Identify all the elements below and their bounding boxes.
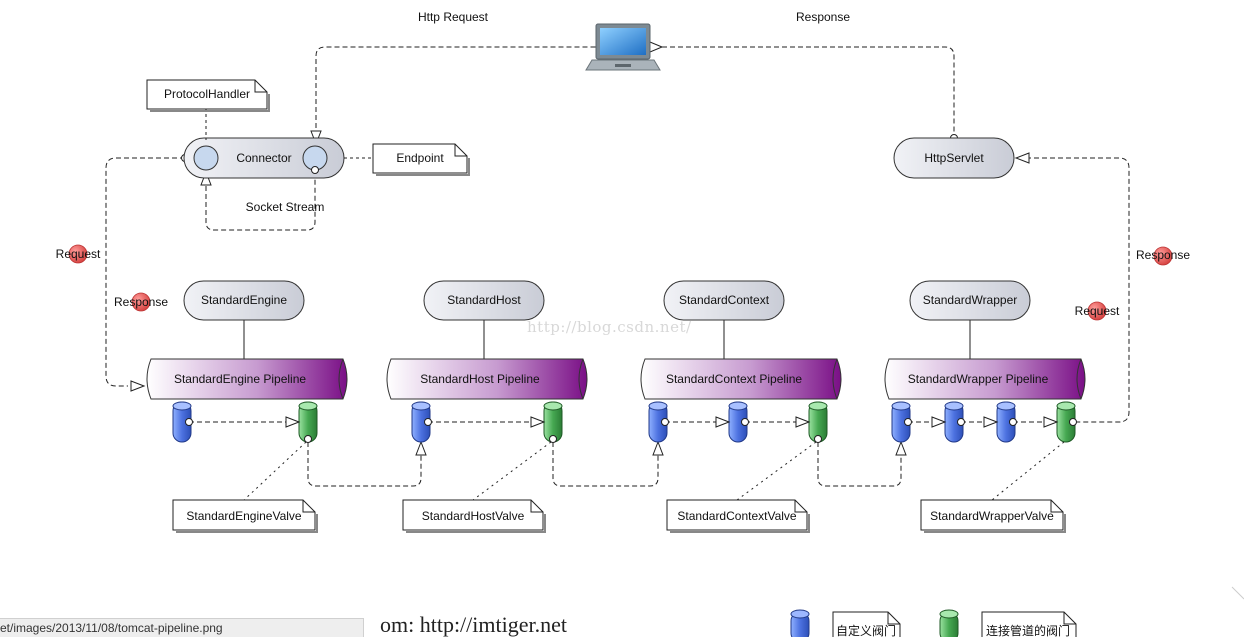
response-label-left: Response — [113, 295, 169, 309]
standardhost-pipeline-end — [578, 358, 584, 400]
valve-chain-arrow — [983, 416, 999, 428]
standardcontext-note-pointer — [736, 441, 817, 501]
standardcontext-valve-note-label: StandardContextValve — [677, 509, 797, 523]
pipeline-handoff-arrow — [895, 440, 907, 456]
container-layer — [146, 280, 1086, 533]
valve-chain-arrow — [931, 416, 947, 428]
standardwrapper-valve-note-label: StandardWrapperValve — [930, 509, 1054, 523]
valve-port — [424, 418, 432, 426]
standardwrapper-label: StandardWrapper — [922, 293, 1018, 307]
standardwrapper-note-pointer — [991, 441, 1065, 501]
pipeline-handoff-arrow — [415, 440, 427, 456]
standardcontext-custom-valve-2 — [728, 401, 748, 443]
valve-port — [549, 435, 557, 443]
standardhost-custom-valve-1 — [411, 401, 431, 443]
valve-port — [814, 435, 822, 443]
arrow-to-engine-pipeline — [130, 380, 146, 392]
valve-port — [185, 418, 193, 426]
valve-port — [1009, 418, 1017, 426]
standardwrapper-valve-note — [920, 499, 1064, 531]
standardwrapper-node — [909, 280, 1031, 321]
legend-custom-valve-label: 自定义阀门 — [836, 624, 897, 638]
request-label-right: Request — [1074, 304, 1120, 318]
standardengine-valve-note — [172, 499, 316, 531]
valve-port — [304, 435, 312, 443]
request-marker — [68, 244, 88, 264]
legend — [790, 609, 1077, 637]
legend-custom-valve-icon — [790, 609, 810, 637]
standardcontext-pipeline-end — [832, 358, 838, 400]
valve-port — [904, 418, 912, 426]
standardhost-pipeline-label: StandardHost Pipeline — [420, 372, 540, 386]
response-top-label: Response — [795, 10, 851, 24]
standardhost-valve-note-label: StandardHostValve — [421, 509, 525, 523]
source-credit: om: http://imtiger.net — [380, 612, 567, 637]
standardengine-note-pointer — [243, 441, 307, 501]
http-request-label: Http Request — [417, 10, 489, 24]
standardwrapper-basic-valve — [1056, 401, 1076, 443]
protocol-handler-note — [146, 79, 270, 140]
protocol-handler-label: ProtocolHandler — [163, 87, 251, 101]
valve-chain-arrow — [715, 416, 731, 428]
arrow-to-laptop — [649, 41, 664, 53]
standardcontext-valve-note — [666, 499, 808, 531]
standardcontext-label: StandardContext — [678, 293, 770, 307]
response-label-right: Response — [1135, 248, 1191, 262]
standardengine-label: StandardEngine — [200, 293, 288, 307]
pipeline-handoff-link — [307, 442, 422, 487]
standardhost-note-pointer — [472, 441, 552, 501]
valve-port — [741, 418, 749, 426]
standardhost-valve-note — [402, 499, 544, 531]
pipeline-handoff-link — [552, 442, 659, 487]
valve-port — [1069, 418, 1077, 426]
standardhost-label: StandardHost — [447, 293, 521, 307]
standardengine-basic-valve — [298, 401, 318, 443]
response-marker — [131, 292, 151, 312]
standardengine-valve-note-label: StandardEngineValve — [186, 509, 302, 523]
standardwrapper-pipeline-label: StandardWrapper Pipeline — [907, 372, 1049, 386]
connector-left-port — [193, 145, 219, 171]
standardhost-node — [423, 280, 545, 321]
pipeline-handoff-arrow — [652, 440, 664, 456]
pipeline-handoff-link — [817, 442, 902, 487]
client-links — [105, 46, 1130, 423]
standardcontext-node — [663, 280, 785, 321]
valve-port — [957, 418, 965, 426]
request-response-markers — [68, 244, 1173, 321]
socket-stream-label: Socket Stream — [245, 200, 325, 214]
standardwrapper-pipeline-end — [1076, 358, 1082, 400]
response-marker-right — [1153, 246, 1173, 266]
connector-label: Connector — [236, 151, 292, 165]
standardengine-node — [183, 280, 305, 321]
scroll-hint-icon — [1231, 586, 1244, 600]
status-bar-url: et/images/2013/11/08/tomcat-pipeline.png — [0, 618, 364, 637]
watermark: http://blog.csdn.net/ — [527, 318, 692, 336]
standardcontext-custom-valve-1 — [648, 401, 668, 443]
standardengine-pipeline-end — [338, 358, 344, 400]
http-servlet-label: HttpServlet — [924, 151, 984, 165]
laptop-icon — [585, 23, 661, 71]
endpoint-note — [344, 143, 470, 176]
valve-chain-arrow — [530, 416, 546, 428]
standardcontext-pipeline-label: StandardContext Pipeline — [665, 372, 803, 386]
legend-pipeline-valve-icon — [939, 609, 959, 637]
valve-port — [661, 418, 669, 426]
arrow-to-httpservlet — [1014, 152, 1030, 164]
http-servlet-node — [893, 137, 1015, 179]
connector — [183, 137, 345, 179]
valve-chain-arrow — [1043, 416, 1059, 428]
request-label-left: Request — [55, 247, 101, 261]
standardengine-pipeline-label: StandardEngine Pipeline — [173, 372, 307, 386]
request-marker-right — [1087, 301, 1107, 321]
legend-pipeline-valve-label: 连接管道的阀门 — [986, 624, 1071, 638]
valve-chain-arrow — [795, 416, 811, 428]
valve-chain-arrow — [285, 416, 301, 428]
endpoint-label: Endpoint — [396, 151, 444, 165]
